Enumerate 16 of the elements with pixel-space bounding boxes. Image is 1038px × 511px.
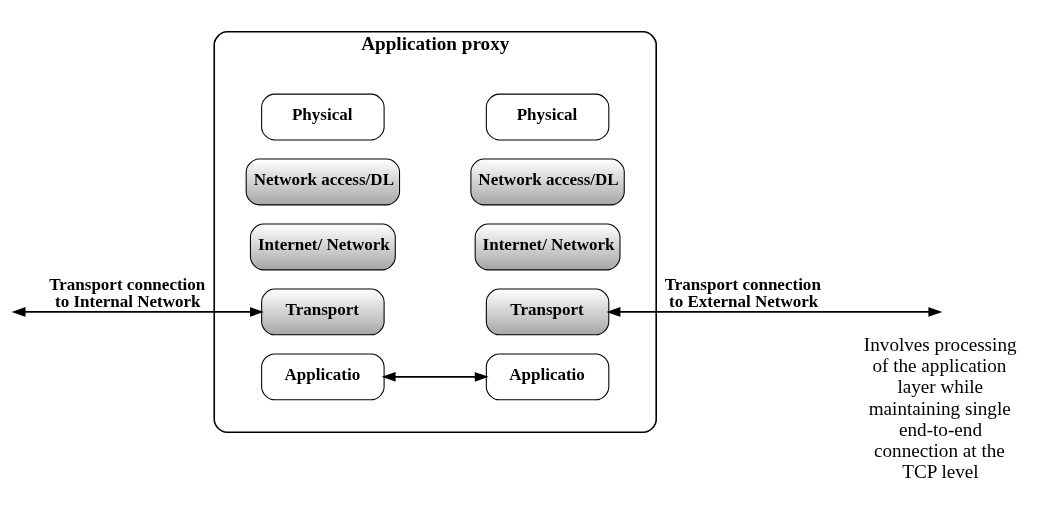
node-box: Internet/ Network	[474, 223, 620, 270]
node-box: Internet/ Network	[249, 223, 396, 270]
node-box: Network access/DL	[469, 158, 625, 205]
label: Involves processing of the application layer while maintaining single end-to-end connection at the TCP level	[863, 333, 1017, 482]
edge-label: Transport connection to External Network	[664, 274, 821, 311]
node-box: Physical	[485, 93, 609, 140]
arrow	[606, 306, 942, 317]
arrow	[381, 371, 489, 382]
node-box: Physical	[260, 93, 385, 140]
node-box: Applicatio	[485, 352, 609, 400]
edge-label: Transport connection to Internal Network	[48, 274, 205, 311]
node-box: Network access/DL	[245, 158, 400, 205]
node-box: Transport	[485, 288, 609, 335]
node-box: Applicatio	[260, 352, 385, 400]
node-box: Transport	[260, 288, 385, 335]
arrow	[11, 306, 264, 317]
